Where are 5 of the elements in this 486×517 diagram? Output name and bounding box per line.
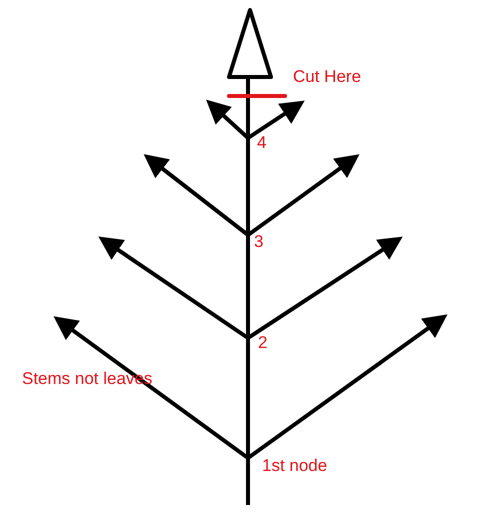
label: 4 <box>257 134 266 151</box>
label: 2 <box>258 334 268 351</box>
label: Cut Here <box>293 68 362 85</box>
label: 3 <box>254 233 264 250</box>
label: 1st node <box>262 457 328 474</box>
